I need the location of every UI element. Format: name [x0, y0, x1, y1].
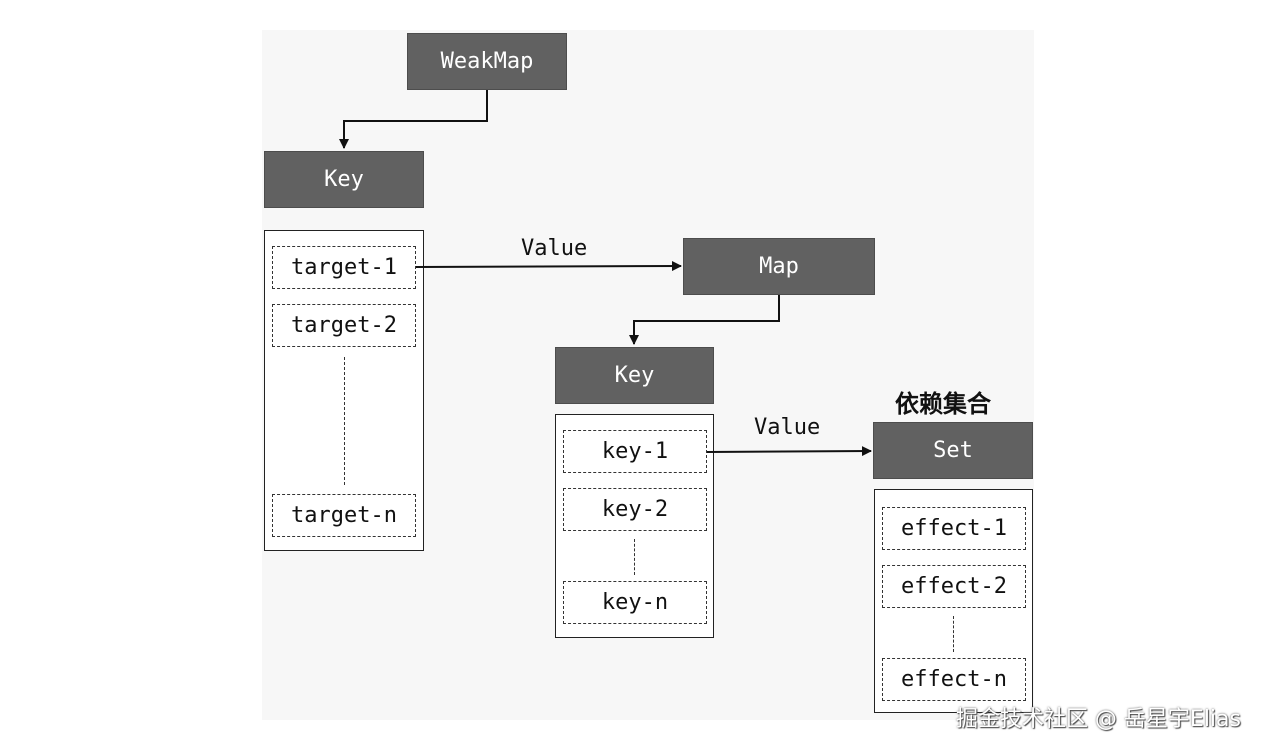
set-node: Set [873, 422, 1033, 479]
outer-key-list: target-1 target-2 target-n [264, 230, 424, 551]
weakmap-to-key-arrow [339, 90, 488, 149]
weakmap-label: WeakMap [440, 49, 534, 74]
edge-label-value-1: Value [521, 236, 588, 261]
key-to-set-arrow [706, 446, 872, 457]
list-item-target-1: target-1 [272, 246, 416, 289]
item-label: effect-2 [901, 574, 1007, 599]
inner-key-label: Key [614, 363, 655, 388]
target-to-map-arrow [415, 261, 682, 272]
inner-key-header: Key [555, 347, 714, 404]
ellipsis-divider [344, 357, 345, 485]
weakmap-node: WeakMap [407, 33, 567, 90]
ellipsis-divider [634, 539, 635, 575]
list-item-effect-n: effect-n [882, 658, 1026, 701]
set-caption: 依赖集合 [895, 390, 991, 418]
item-label: key-2 [601, 497, 669, 522]
item-label: effect-1 [901, 516, 1007, 541]
edge-label-value-2: Value [754, 415, 821, 440]
list-item-target-n: target-n [272, 494, 416, 537]
set-effect-list: effect-1 effect-2 effect-n [874, 489, 1033, 713]
list-item-key-2: key-2 [563, 488, 707, 531]
item-label: target-2 [291, 313, 397, 338]
item-label: target-n [291, 503, 397, 528]
list-item-key-n: key-n [563, 581, 707, 624]
item-label: key-1 [601, 439, 669, 464]
inner-key-list: key-1 key-2 key-n [555, 414, 714, 638]
set-label: Set [933, 438, 973, 463]
watermark: 掘金技术社区 @ 岳星宇Elias [955, 707, 1241, 732]
map-label: Map [759, 254, 799, 279]
map-node: Map [683, 238, 875, 295]
outer-key-label: Key [324, 167, 364, 192]
list-item-effect-2: effect-2 [882, 565, 1026, 608]
list-item-target-2: target-2 [272, 304, 416, 347]
item-label: key-n [601, 590, 669, 615]
outer-key-header: Key [264, 151, 424, 208]
ellipsis-divider [953, 616, 954, 652]
item-label: effect-n [901, 667, 1007, 692]
map-to-key-arrow [629, 295, 780, 345]
item-label: target-1 [291, 255, 397, 280]
list-item-effect-1: effect-1 [882, 507, 1026, 550]
list-item-key-1: key-1 [563, 430, 707, 473]
